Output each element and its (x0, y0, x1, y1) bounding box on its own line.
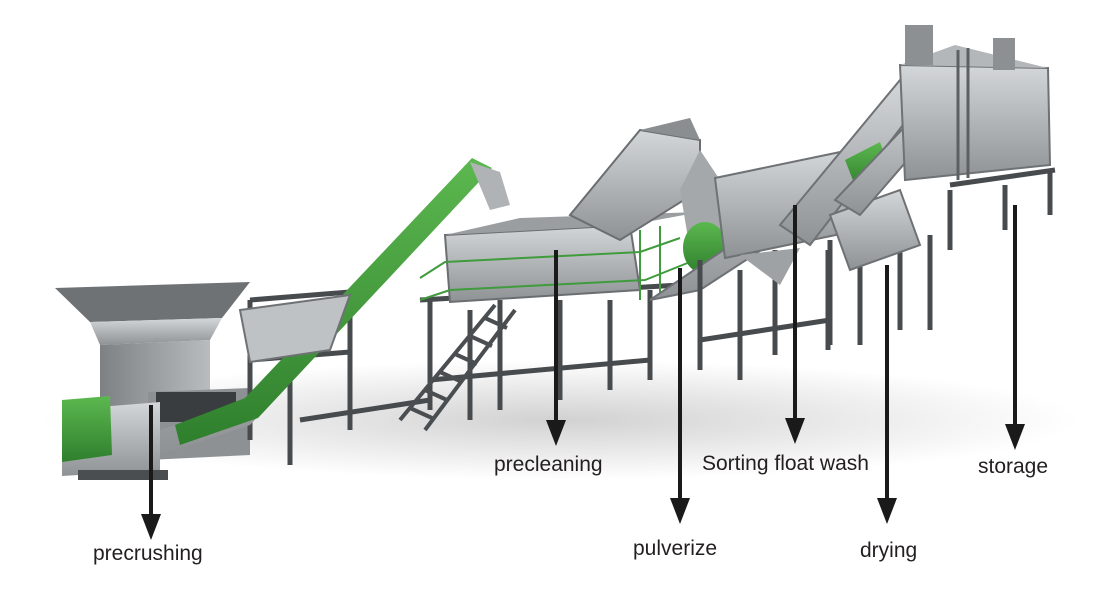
arrow-precrushing (141, 405, 161, 540)
arrow-sorting-float-wash (785, 205, 805, 444)
storage-silo (898, 25, 1056, 250)
arrow-pulverize (670, 268, 690, 524)
label-drying: drying (860, 539, 918, 562)
inclined-conveyor (160, 158, 510, 455)
arrow-precleaning (546, 250, 566, 446)
precleaning-tank (398, 212, 700, 432)
label-pulverize: pulverize (633, 537, 718, 560)
label-sorting-float-wash: Sorting float wash (702, 452, 869, 475)
label-precleaning: precleaning (494, 453, 603, 476)
arrow-storage (1005, 205, 1025, 450)
label-storage: storage (978, 455, 1049, 478)
arrows (141, 205, 1025, 540)
arrow-drying (877, 265, 897, 524)
label-precrushing: precrushing (93, 542, 203, 565)
